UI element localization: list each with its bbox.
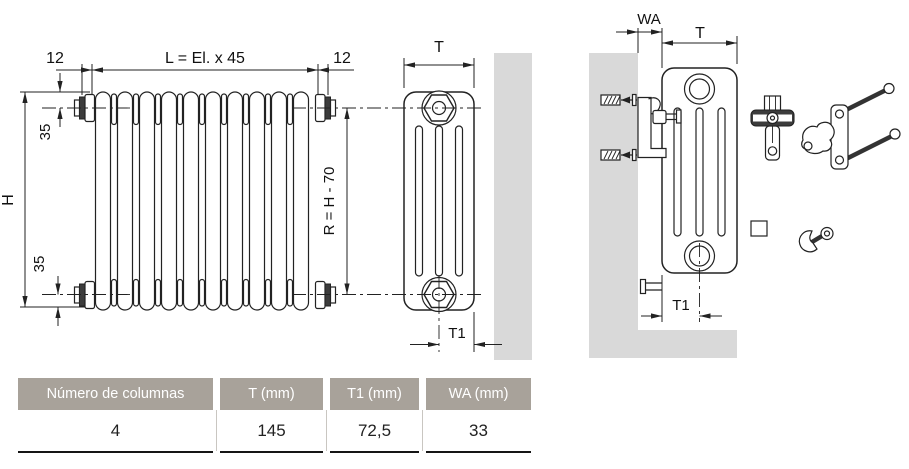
dim-label-wall-clearance: WA <box>637 11 661 28</box>
wall-surface-mount <box>589 53 737 358</box>
column-header-t1: T1 (mm) <box>330 378 419 410</box>
wall-surface-side <box>494 53 532 360</box>
table-separator <box>326 410 327 451</box>
end-plug-bottom-left <box>73 280 96 310</box>
column-header-columns: Número de columnas <box>18 378 213 410</box>
dimension-offset-left: 12 <box>46 50 93 95</box>
dimension-offset-right: 12 <box>317 50 354 95</box>
column-value-t: 145 <box>220 410 323 453</box>
dim-label-depth-mount: T <box>695 25 705 42</box>
dim-label-hub-inset-top: 35 <box>37 124 54 141</box>
dim-label-half-depth-side: T1 <box>448 325 466 342</box>
side-view: T R = H - 70 T1 <box>321 39 532 360</box>
column-header-t: T (mm) <box>220 378 323 410</box>
dimension-length: L = El. x 45 <box>92 50 318 73</box>
wall-bracket <box>637 96 682 159</box>
dimension-wall-clearance: WA <box>616 11 663 68</box>
dimension-half-depth-mount: T1 <box>641 243 722 322</box>
bracket-with-screws <box>801 82 901 170</box>
dim-label-length: L = El. x 45 <box>165 50 245 67</box>
front-view: H 12 L = El. x 45 12 <box>0 50 354 326</box>
wall-anchor-top <box>600 93 637 107</box>
pipe-clip-with-bolt <box>798 226 834 253</box>
mounting-hardware <box>750 82 901 253</box>
end-plug-bottom-right <box>314 280 337 310</box>
dimension-hub-distance: R = H - 70 <box>321 108 350 295</box>
dim-label-hub-inset-bottom: 35 <box>31 256 48 273</box>
dimension-depth-side: T <box>403 39 475 88</box>
table-separator <box>216 410 217 451</box>
hex-plug-top <box>421 90 457 126</box>
dimension-hub-inset-top: 35 <box>37 73 63 140</box>
dim-label-hub-distance: R = H - 70 <box>321 167 338 236</box>
dim-label-offset-right: 12 <box>333 50 351 67</box>
dimension-depth-mount: T <box>662 25 738 64</box>
wall-anchor-bottom <box>600 148 637 162</box>
dim-label-height: H <box>0 194 17 206</box>
dim-label-half-depth-mount: T1 <box>672 297 690 314</box>
radiator-column-joints <box>110 93 294 307</box>
dimension-height: H <box>0 91 90 308</box>
spacer-square <box>750 220 768 237</box>
dimension-half-depth-side: T1 <box>410 275 502 352</box>
column-value-wa: 33 <box>426 410 531 453</box>
wall-mount-view: WA T <box>589 11 738 358</box>
radiator-columns <box>94 91 310 311</box>
column-value-t1: 72,5 <box>330 410 419 453</box>
dim-label-offset-left: 12 <box>46 50 64 67</box>
drain-valve <box>639 278 662 295</box>
center-lines <box>42 107 482 295</box>
radiator-technical-drawing: H 12 L = El. x 45 12 <box>0 11 901 360</box>
spec-table: Número de columnas T (mm) T1 (mm) WA (mm… <box>18 378 531 453</box>
dim-label-depth-side: T <box>434 39 444 56</box>
column-header-wa: WA (mm) <box>426 378 531 410</box>
table-separator <box>422 410 423 451</box>
dimension-hub-inset-bottom: 35 <box>31 256 61 326</box>
column-value-columns: 4 <box>18 410 213 453</box>
bracket-clamp-assembly <box>750 95 795 161</box>
